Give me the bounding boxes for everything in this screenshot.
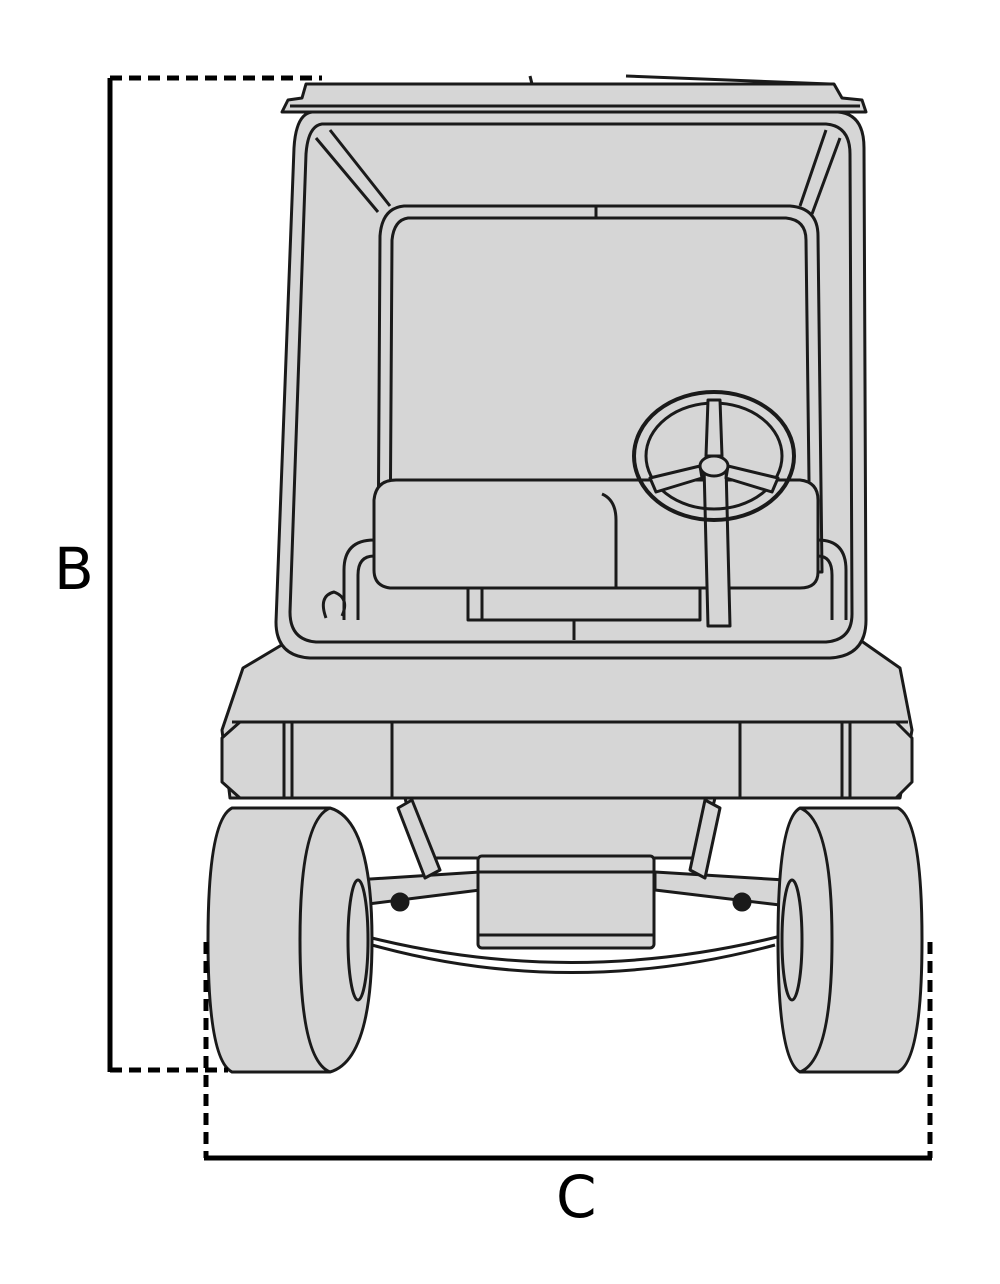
golf-bag-hook bbox=[321, 590, 347, 619]
seat-base bbox=[466, 586, 702, 622]
wheel-left bbox=[206, 806, 374, 1074]
steering-spoke-top bbox=[704, 398, 724, 458]
shock-right bbox=[688, 798, 722, 880]
dimension-label-b: B bbox=[54, 535, 94, 603]
dimension-c bbox=[203, 942, 933, 1161]
roof-support-right bbox=[798, 129, 842, 215]
leaf-spring-2 bbox=[371, 943, 776, 974]
seat-armrest-right bbox=[817, 538, 848, 620]
joint-right bbox=[732, 892, 752, 912]
roof-support-left bbox=[314, 129, 392, 213]
steering-spoke-left bbox=[648, 464, 704, 494]
dimension-label-c: C bbox=[556, 1163, 597, 1231]
axle-left bbox=[353, 870, 482, 907]
steering-hub bbox=[698, 454, 730, 478]
wheel-right bbox=[776, 806, 924, 1074]
lower-body bbox=[403, 796, 717, 860]
joint-left bbox=[390, 892, 410, 912]
seat-armrest-left bbox=[342, 538, 375, 620]
shock-left bbox=[396, 798, 442, 880]
roof bbox=[280, 82, 868, 114]
bumper-right bbox=[738, 720, 914, 800]
seat-divider bbox=[601, 492, 618, 588]
seat bbox=[372, 478, 820, 590]
steering-wheel bbox=[632, 390, 796, 522]
dimension-b bbox=[107, 75, 322, 1073]
bumper-left bbox=[220, 720, 394, 800]
steering-spoke-right bbox=[724, 464, 780, 494]
leaf-spring bbox=[359, 933, 786, 964]
axle-right bbox=[653, 870, 787, 907]
steering-column bbox=[702, 464, 732, 628]
differential-housing bbox=[476, 854, 656, 950]
